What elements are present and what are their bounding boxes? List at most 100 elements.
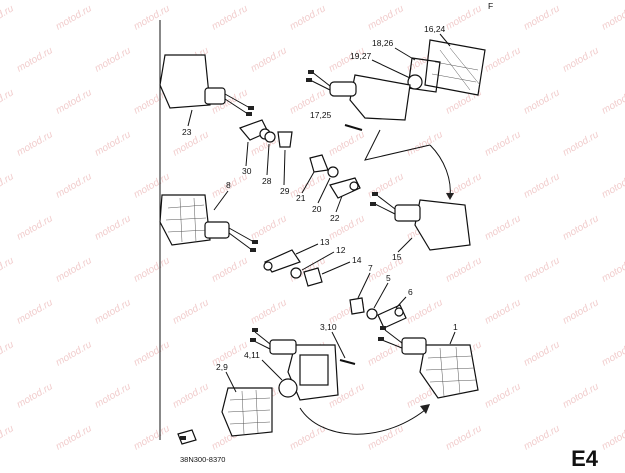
watermark-text: motod.ru (210, 3, 250, 32)
watermark-text: motod.ru (15, 129, 55, 158)
watermark-text: motod.ru (483, 129, 523, 158)
label-13: 13 (320, 237, 330, 247)
nut-20 (327, 166, 339, 178)
watermark-text: motod.ru (93, 129, 133, 158)
watermark-text: motod.ru (522, 87, 562, 116)
label-22: 22 (330, 213, 340, 223)
watermark-text: motod.ru (210, 255, 250, 284)
lamp-bottom-left-assembly (221, 328, 430, 437)
watermark-text: motod.ru (327, 129, 367, 158)
watermark-text: motod.ru (15, 381, 55, 410)
lamp-middle-left-assembly (159, 194, 323, 287)
label-28: 28 (262, 176, 272, 186)
label-2-9: 2,9 (216, 362, 228, 372)
watermark-text: motod.ru (600, 423, 625, 452)
lamp-top-left-assembly (159, 54, 293, 148)
watermark-text: motod.ru (288, 3, 328, 32)
watermark-text: motod.ru (0, 3, 16, 32)
watermark-text: motod.ru (249, 213, 289, 242)
lamp-middle-right-assembly (309, 154, 471, 251)
collar-7 (349, 297, 365, 315)
watermark-text: motod.ru (0, 339, 16, 368)
watermark-text: motod.ru (366, 171, 406, 200)
screw-3-10 (339, 359, 356, 365)
lens-15 (414, 199, 471, 251)
watermark-text: motod.ru (93, 45, 133, 74)
label-12: 12 (336, 245, 346, 255)
watermark-text: motod.ru (561, 381, 601, 410)
watermark-text: motod.ru (15, 297, 55, 326)
watermark-text: motod.ru (561, 213, 601, 242)
watermark-text: motod.ru (444, 3, 484, 32)
label-3-10: 3,10 (320, 322, 337, 332)
label-5: 5 (386, 273, 391, 283)
collar-14 (303, 267, 323, 287)
lamp-bottom-right-assembly (378, 326, 479, 399)
lamp-top-right-assembly (306, 39, 486, 200)
corner-code: E4 (571, 446, 599, 468)
watermark-text: motod.ru (54, 3, 94, 32)
watermark-text: motod.ru (0, 171, 16, 200)
bulb-19-27 (407, 74, 423, 90)
watermark-text: motod.ru (405, 297, 445, 326)
housing-stem (329, 81, 357, 97)
watermark-text: motod.ru (522, 255, 562, 284)
watermark-text: motod.ru (93, 381, 133, 410)
lens-1-grid (425, 346, 477, 397)
nut-12 (290, 267, 302, 279)
watermark-text: motod.ru (132, 339, 172, 368)
label-8: 8 (226, 180, 231, 190)
watermark-text: motod.ru (93, 297, 133, 326)
watermark-text: motod.ru (366, 339, 406, 368)
label-21: 21 (296, 193, 306, 203)
bulb-4-11 (278, 378, 298, 398)
screw-17-25 (344, 124, 363, 131)
watermark-text: motod.ru (249, 297, 289, 326)
lens-16-24 (424, 39, 486, 96)
corner-mark: F (488, 1, 493, 11)
label-14: 14 (352, 255, 362, 265)
collar-21 (309, 154, 329, 173)
label-4-11: 4,11 (244, 350, 260, 360)
label-30: 30 (242, 166, 252, 176)
watermark-text: motod.ru (600, 171, 625, 200)
collar-29 (277, 131, 293, 148)
watermark-text: motod.ru (288, 171, 328, 200)
label-6: 6 (408, 287, 413, 297)
watermark-text: motod.ru (54, 87, 94, 116)
label-23: 23 (182, 127, 192, 137)
watermark-text: motod.ru (600, 339, 625, 368)
watermark-text: motod.ru (444, 255, 484, 284)
watermark-text: motod.ru (405, 129, 445, 158)
watermark-text: motod.ru (483, 381, 523, 410)
watermark-text: motod.ru (522, 171, 562, 200)
label-18-26: 18,26 (372, 38, 394, 48)
watermark-text: motod.ru (600, 3, 625, 32)
housing-top-right (349, 74, 411, 121)
watermark-text: motod.ru (600, 87, 625, 116)
watermark-text: motod.ru (483, 45, 523, 74)
watermark-text: motod.ru (522, 3, 562, 32)
watermark-text: motod.ru (54, 255, 94, 284)
label-7: 7 (368, 263, 373, 273)
watermark-text: motod.ru (0, 87, 16, 116)
watermark-text: motod.ru (132, 3, 172, 32)
label-20: 20 (312, 204, 322, 214)
watermark-text: motod.ru (600, 255, 625, 284)
watermark-text: motod.ru (522, 423, 562, 452)
watermark-text: motod.ru (522, 339, 562, 368)
watermark-text: motod.ru (15, 213, 55, 242)
nut-28 (264, 131, 276, 143)
watermark-text: motod.ru (171, 297, 211, 326)
label-17-25: 17,25 (310, 110, 332, 120)
watermark-text: motod.ru (366, 423, 406, 452)
watermark-text: motod.ru (483, 213, 523, 242)
bracket-hardware-right (349, 297, 407, 329)
watermark-text: motod.ru (366, 3, 406, 32)
lens-8-grid (165, 197, 209, 243)
watermark-text: motod.ru (54, 423, 94, 452)
watermark-text: motod.ru (171, 381, 211, 410)
watermark-text: motod.ru (132, 423, 172, 452)
